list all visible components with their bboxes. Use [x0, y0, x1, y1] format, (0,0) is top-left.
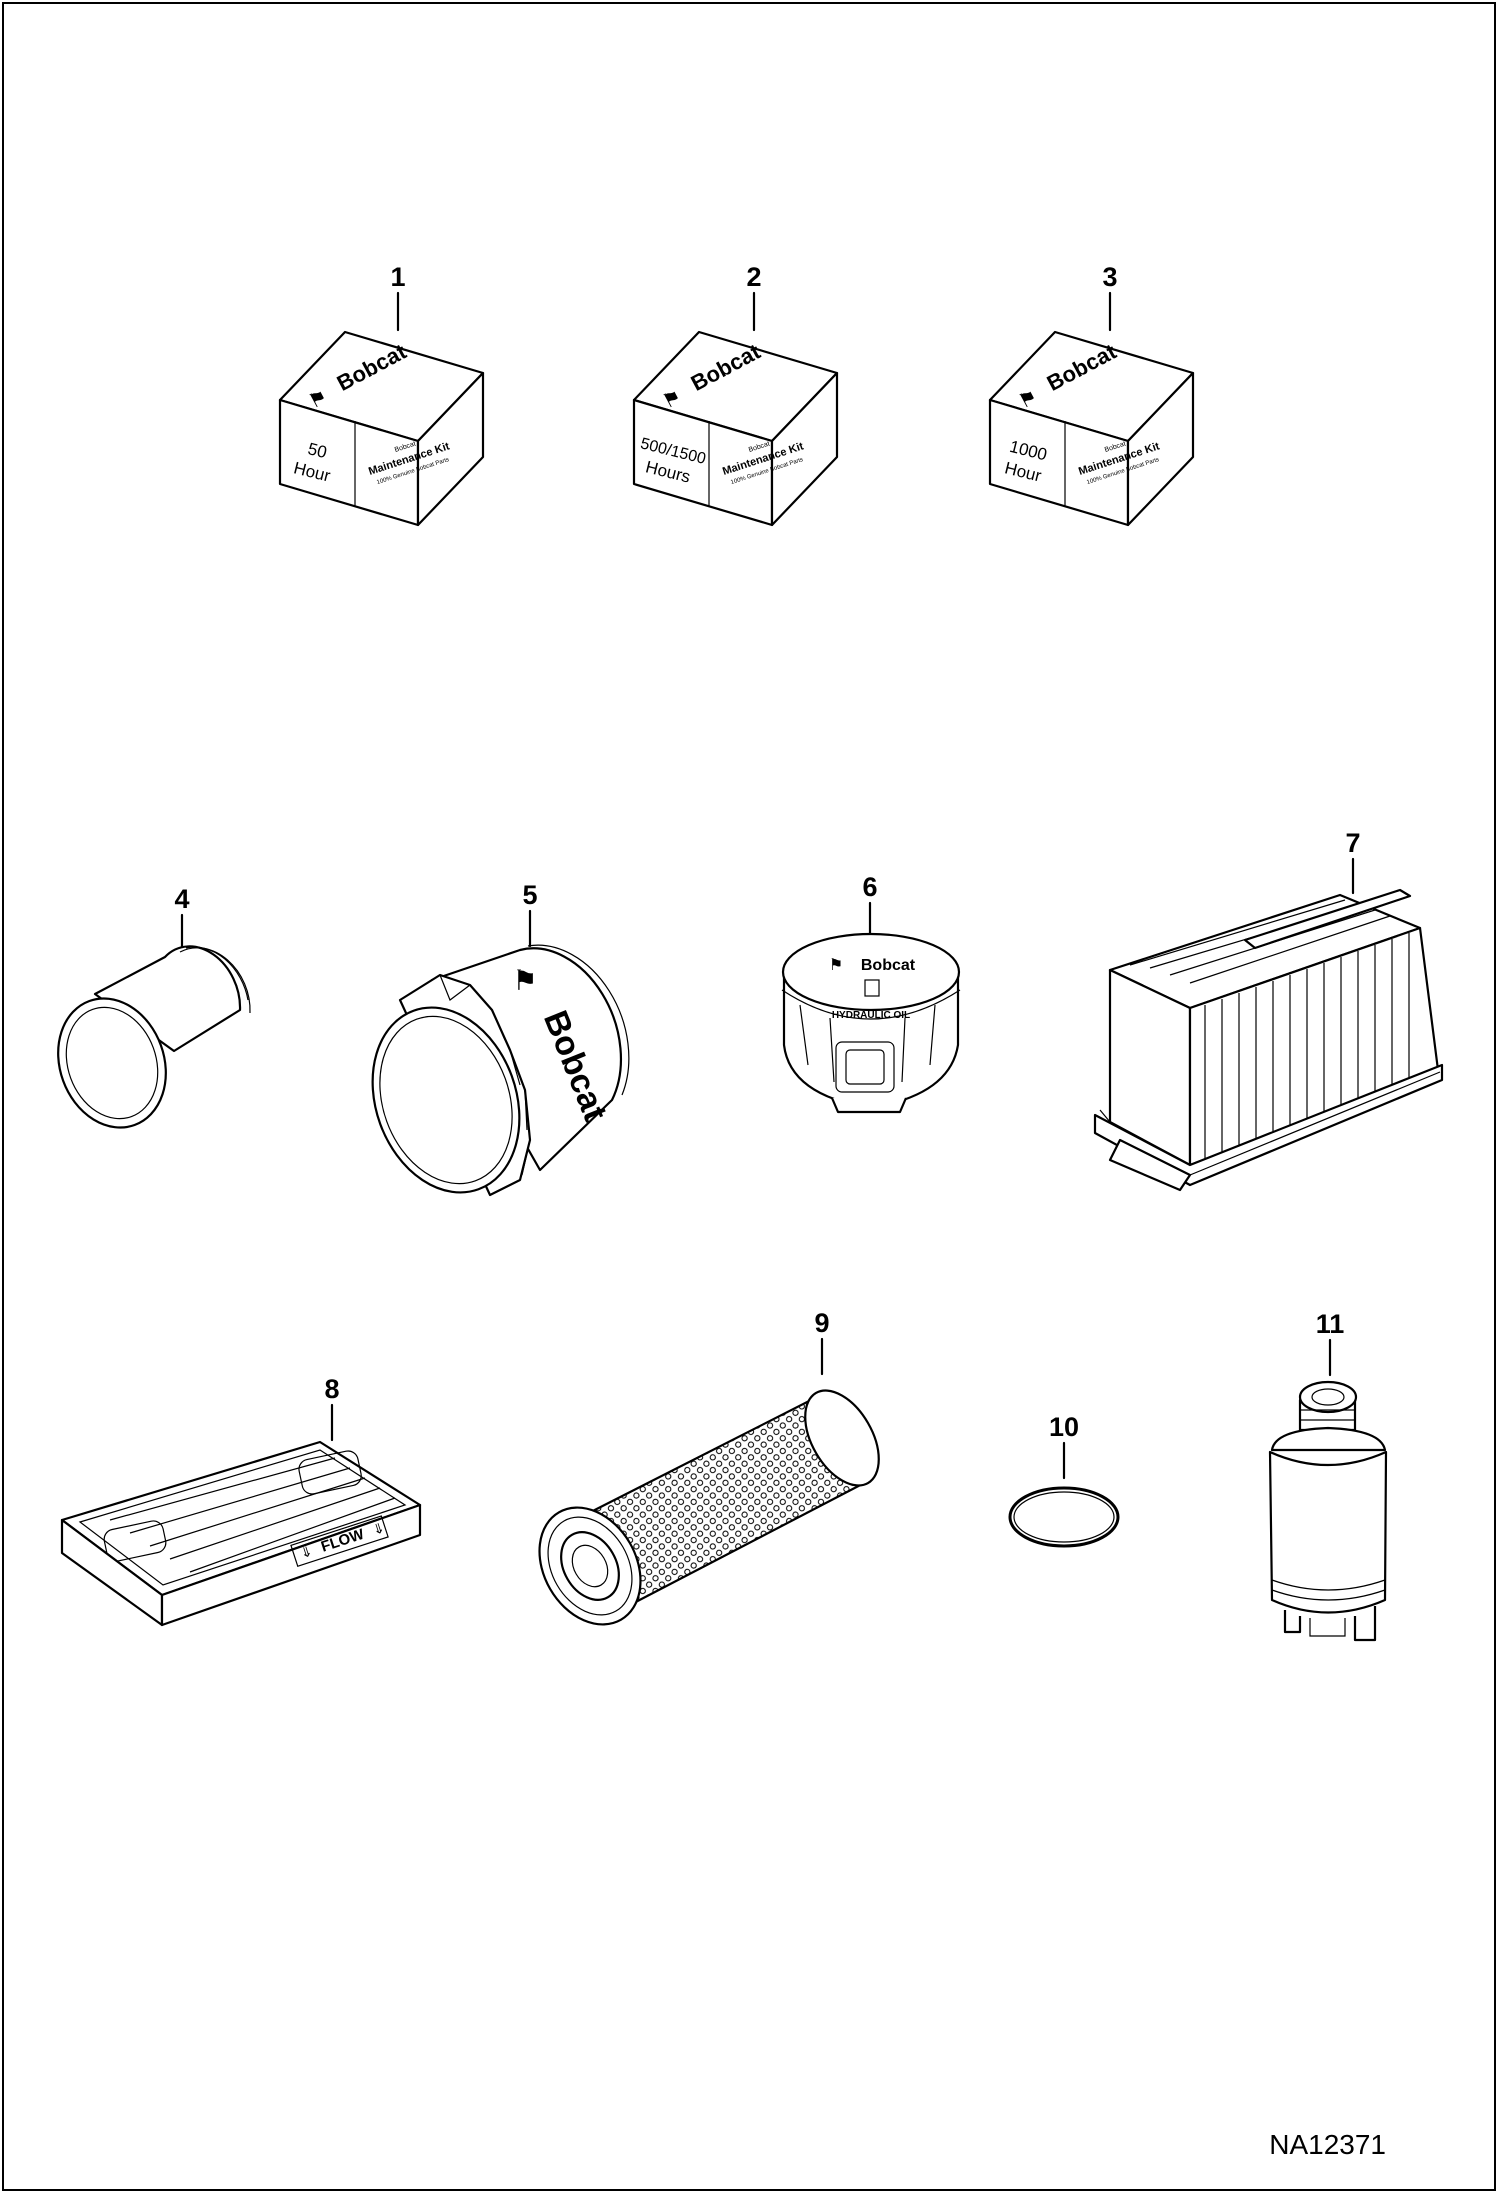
box-hours-value: 50 — [306, 439, 329, 462]
flow-arrow-icon: ⇓ — [298, 1543, 314, 1562]
callout-number-3: 3 — [1102, 262, 1117, 292]
bobcat-logo-icon: ⚑ — [512, 965, 537, 996]
small-filter-4: 4 — [57, 884, 251, 1129]
panel-air-filter-7: 7 — [1093, 828, 1444, 1192]
callout-number-1: 1 — [390, 262, 405, 292]
maintenance-kit-box-50-hour: 1 Bobcat ⚑ 50 Hour Bobcat Maintenance Ki… — [278, 262, 485, 527]
callout-number-8: 8 — [324, 1374, 339, 1404]
maintenance-kit-box-1000-hour: 3 Bobcat ⚑ 1000 Hour Bobcat Maintenance … — [988, 262, 1195, 527]
document-id: NA12371 — [1269, 2129, 1386, 2160]
callout-number-6: 6 — [862, 872, 877, 902]
maintenance-kit-box-500-1500-hours: 2 Bobcat ⚑ 500/1500 Hours Bobcat Mainten… — [632, 262, 839, 527]
callout-number-10: 10 — [1049, 1412, 1079, 1442]
callout-number-9: 9 — [814, 1308, 829, 1338]
o-ring-10: 10 — [1008, 1412, 1120, 1548]
bobcat-logo-icon: ⚑ — [829, 957, 843, 974]
cap-brand-text: Bobcat — [861, 957, 916, 974]
cabin-air-filter-8: 8 FLOW ⇓ ⇓ — [60, 1374, 422, 1627]
hydraulic-oil-filler-cap-6: 6 Bobcat ⚑ HYDRAULIC OIL — [781, 872, 961, 1114]
cap-label-text: HYDRAULIC OIL — [832, 1010, 910, 1021]
callout-number-7: 7 — [1345, 828, 1360, 858]
flow-arrow-icon: ⇓ — [371, 1519, 387, 1538]
callout-number-11: 11 — [1316, 1309, 1345, 1339]
callout-number-4: 4 — [174, 884, 189, 914]
cylindrical-filter-element-9: 9 — [538, 1308, 880, 1626]
callout-number-2: 2 — [746, 262, 761, 292]
callout-number-5: 5 — [522, 880, 537, 910]
fuel-filter-11: 11 — [1268, 1309, 1388, 1642]
spin-on-oil-filter-5: 5 Bobcat ⚑ — [371, 880, 630, 1197]
oil-can-icon — [864, 979, 880, 997]
